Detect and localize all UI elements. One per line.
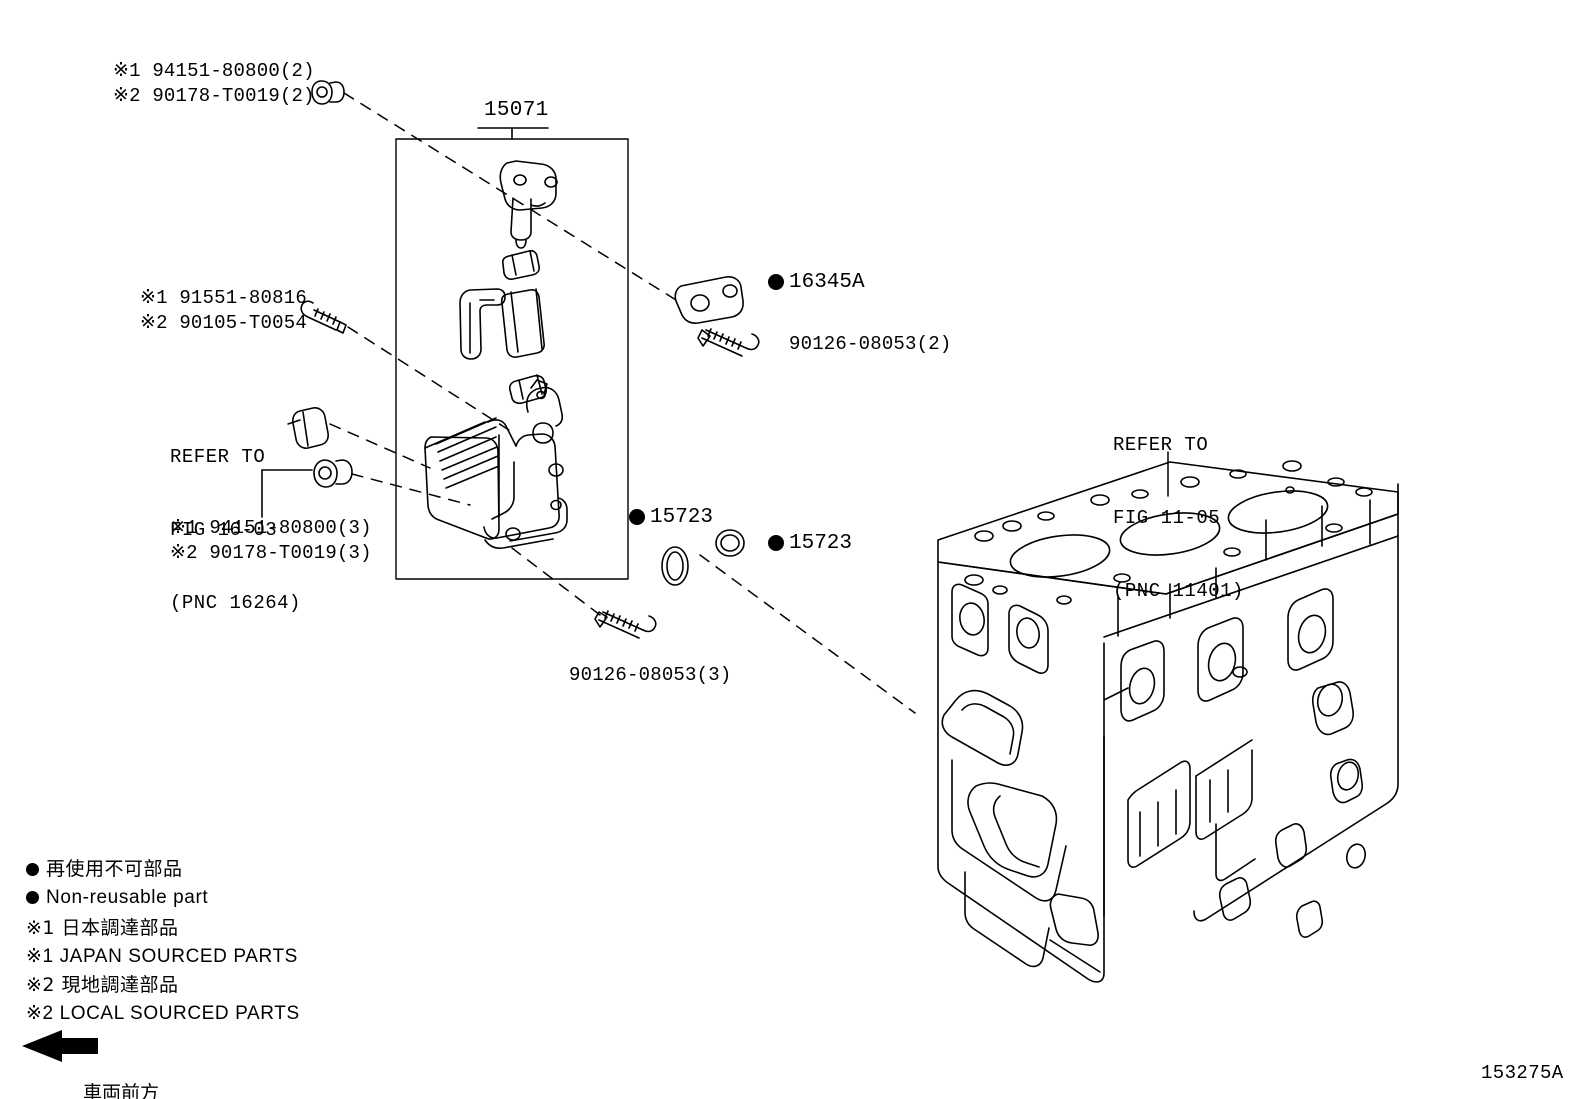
hose-16264 xyxy=(292,407,329,449)
bolt-90126-2 xyxy=(697,328,760,357)
legend-block: 再使用不可部品 Non-reusable part ※1 日本調達部品 ※1 J… xyxy=(26,855,300,1028)
leader-top-left xyxy=(343,92,677,301)
leader-hose-16264 xyxy=(329,423,431,469)
bullet-15723-right xyxy=(768,535,784,551)
refer-16-03-line3: (PNC 16264) xyxy=(170,591,301,614)
refer-11-05-line3: (PNC 11401) xyxy=(1113,579,1244,602)
label-15723-left: 15723 xyxy=(650,506,714,529)
callout-91551-line1: ※1 91551-80816 xyxy=(140,287,307,309)
gasket-16345a xyxy=(674,276,744,324)
refer-11-05-line2: FIG 11-05 xyxy=(1113,506,1221,529)
label-90126-08053-3: 90126-08053(3) xyxy=(569,664,732,686)
callout-94151-lower-line2: ※2 90178-T0019(3) xyxy=(170,542,372,564)
legend-nonreusable-en-row: Non-reusable part xyxy=(26,884,300,913)
callout-94151-lower-line1: ※1 94151-80800(3) xyxy=(170,517,372,539)
label-16345a: 16345A xyxy=(789,271,865,294)
refer-to-fig-11-05: REFER TO FIG 11-05 (PNC 11401) xyxy=(1113,384,1244,651)
legend-local-en: ※2 LOCAL SOURCED PARTS xyxy=(26,1002,300,1024)
hose-clip-1 xyxy=(501,249,540,280)
vehicle-front-side-jp: 車両前方 xyxy=(83,1082,160,1099)
legend-japan-en: ※1 JAPAN SOURCED PARTS xyxy=(26,945,298,967)
vehicle-front-side-label: 車両前方 VEHICLE FRONT SIDE xyxy=(83,1025,284,1099)
o-ring-left xyxy=(661,546,689,586)
leader-lines xyxy=(329,92,916,714)
label-90126-08053-2: 90126-08053(2) xyxy=(789,333,952,355)
o-ring-right xyxy=(715,529,745,557)
oil-cooler-union-top xyxy=(499,160,558,249)
refer-11-05-line1: REFER TO xyxy=(1113,433,1209,456)
legend-local-jp: ※2 現地調達部品 xyxy=(26,974,179,996)
vehicle-front-arrow xyxy=(22,1030,98,1062)
nonreusable-dot-icon-2 xyxy=(26,890,39,904)
refer-16-03-line1: REFER TO xyxy=(170,445,266,468)
nonreusable-dot-icon xyxy=(26,863,39,876)
label-15723-right: 15723 xyxy=(789,532,853,555)
engine-cylinder-block xyxy=(937,460,1399,983)
bolt-90126-3 xyxy=(594,610,657,639)
leader-lower-left xyxy=(351,473,471,506)
leader-bolt-90126-3 xyxy=(511,547,601,616)
figure-code: 153275A xyxy=(1481,1062,1564,1084)
bullet-15723-left xyxy=(629,509,645,525)
nut-94151-top xyxy=(311,80,345,105)
callout-94151-top-line2: ※2 90178-T0019(2) xyxy=(113,85,315,107)
hose-clip-2 xyxy=(459,288,506,360)
legend-japan-jp: ※1 日本調達部品 xyxy=(26,917,179,939)
legend-nonreusable-en: Non-reusable part xyxy=(46,886,209,908)
legend-nonreusable-jp-row: 再使用不可部品 xyxy=(26,855,300,884)
group-label-15071: 15071 xyxy=(484,99,549,122)
refer-16-03-line2: FIG 16-03 xyxy=(170,518,278,541)
grommet-94151-lower xyxy=(313,459,353,488)
bolt-91551 xyxy=(300,300,347,334)
bullet-16345a xyxy=(768,274,784,290)
leader-oring-to-block xyxy=(699,554,916,714)
refer-to-fig-16-03: REFER TO FIG 16-03 (PNC 16264) xyxy=(170,396,301,663)
oil-cooler-body xyxy=(424,379,568,549)
legend-nonreusable-jp: 再使用不可部品 xyxy=(46,858,183,880)
leader-mid-left xyxy=(347,326,513,433)
leader-fig-16-03 xyxy=(287,419,301,425)
callout-91551-line2: ※2 90105-T0054 xyxy=(140,312,307,334)
callout-94151-top-line1: ※1 94151-80800(2) xyxy=(113,60,315,82)
hose-clip-3 xyxy=(500,288,545,358)
